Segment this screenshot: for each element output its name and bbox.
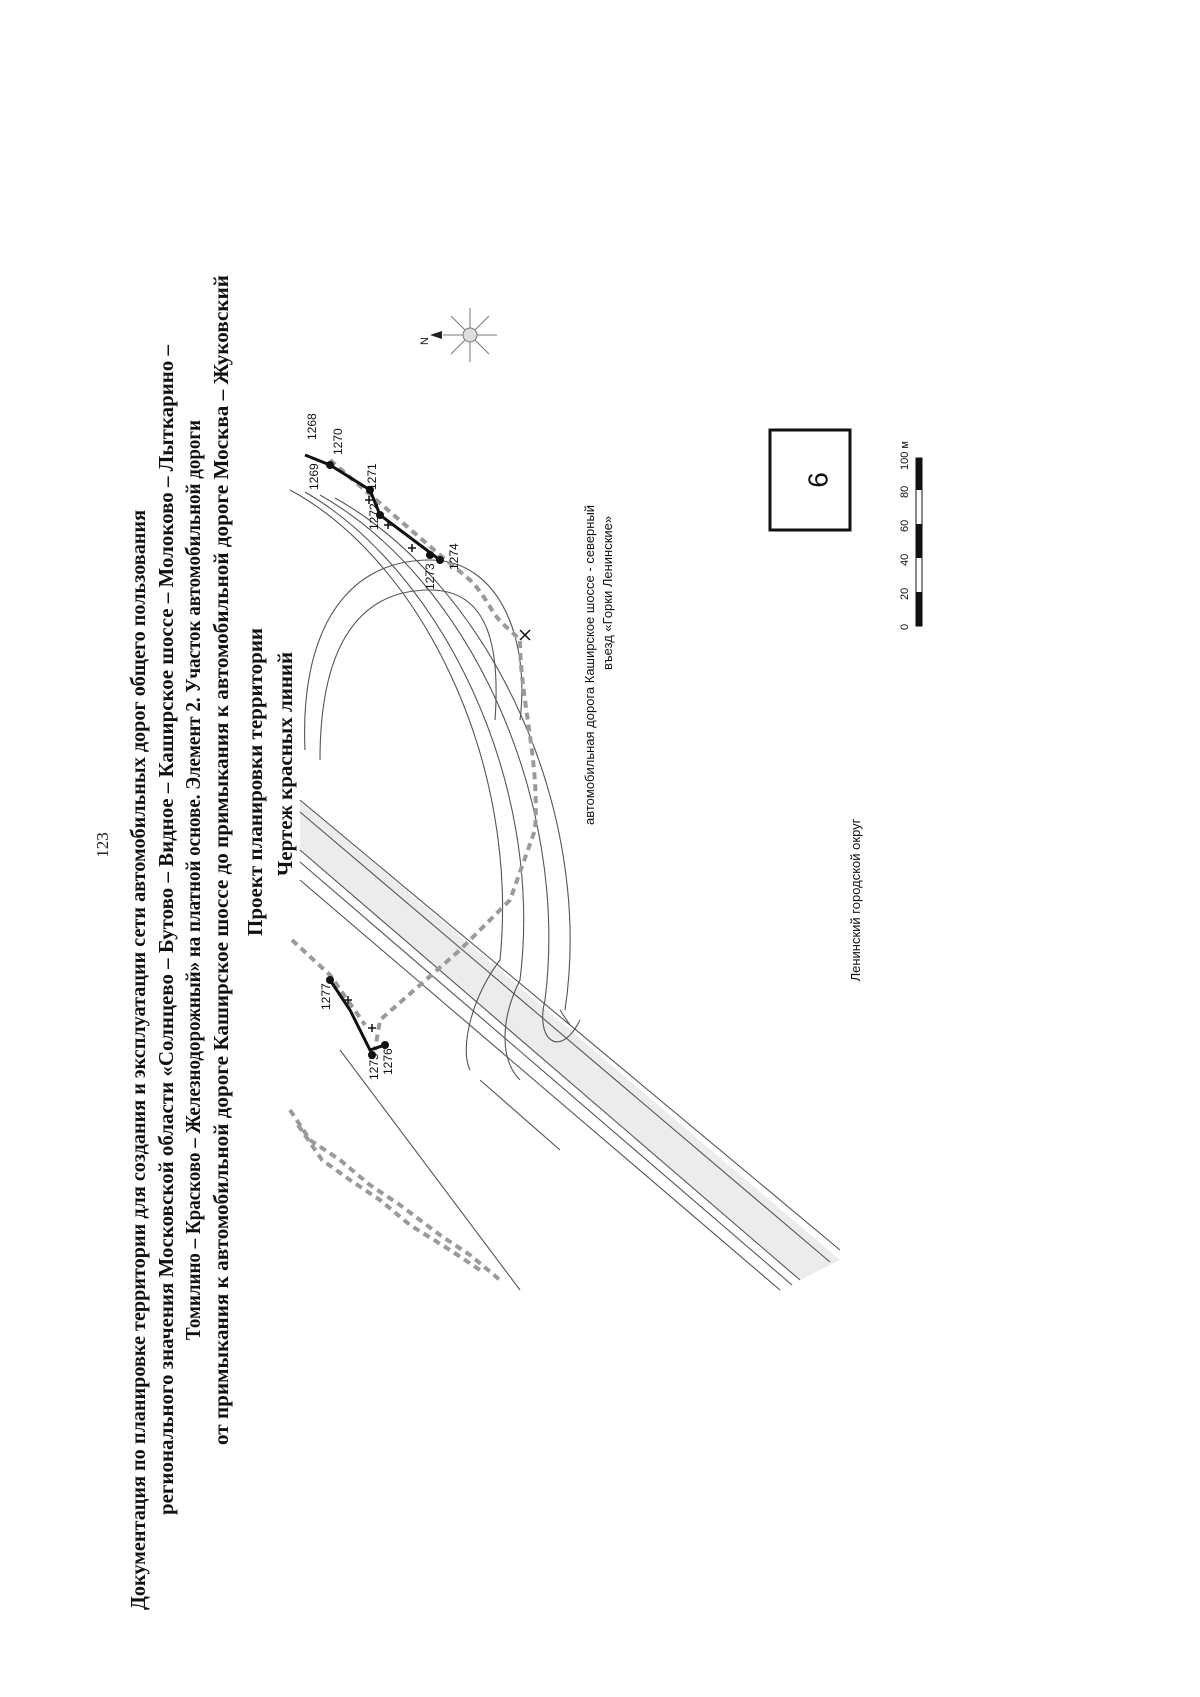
page-number: 123 [93,832,112,858]
red-lines [304,453,441,1052]
scale-tick: 80 [899,486,911,498]
point-labels-west: 1277 1275 1276 [319,983,395,1080]
north-arrow-icon [430,331,442,339]
scale-tick: 20 [899,588,911,600]
scale-tick: 100 м [899,441,911,470]
scale-tick: 0 [899,624,911,630]
point-label: 1268 [305,413,319,440]
title-line-4: от примыкания к автомобильной дороге Каш… [209,275,233,1445]
title-line-1: Документация по планировке территории дл… [126,510,150,1610]
scale-tick: 60 [899,520,911,532]
project-title: Проект планировки территории [243,628,267,936]
road-label-line-2: въезд «Горки Ленинские» [600,516,615,670]
cross-marks [344,496,531,1032]
road-geometry [289,489,841,1291]
point-labels-east: 1268 1269 1270 1271 1272 1273 1274 [305,413,461,590]
point-label: 1276 [381,1048,395,1075]
district-label: Ленинский городской округ [848,818,863,981]
point-label: 1271 [365,463,379,490]
north-label: N [419,337,431,345]
point-label: 1270 [331,428,345,455]
planning-boundary [288,458,538,1282]
point-label: 1277 [319,983,333,1010]
scale-bar: 0 20 40 60 80 100 м [899,441,923,630]
drawing-title: Чертеж красных линий [273,652,297,876]
title-line-2: регионального значения Московской област… [154,345,178,1515]
sheet-number-box: 6 [768,428,852,532]
sheet-number: 6 [802,472,833,488]
title-line-3: Томилино – Красково – Железнодорожный» н… [181,420,205,1340]
point-label: 1269 [307,463,321,490]
point-label: 1274 [447,543,461,570]
north-arrow: N [419,308,497,362]
document-title: Документация по планировке территории дл… [126,275,233,1610]
point-label: 1273 [423,563,437,590]
road-label-line-1: автомобильная дорога Каширское шоссе - с… [582,505,597,825]
point-label: 1275 [367,1053,381,1080]
point-label: 1272 [367,503,381,530]
red-line-vertices [326,461,444,1059]
scale-tick: 40 [899,554,911,566]
